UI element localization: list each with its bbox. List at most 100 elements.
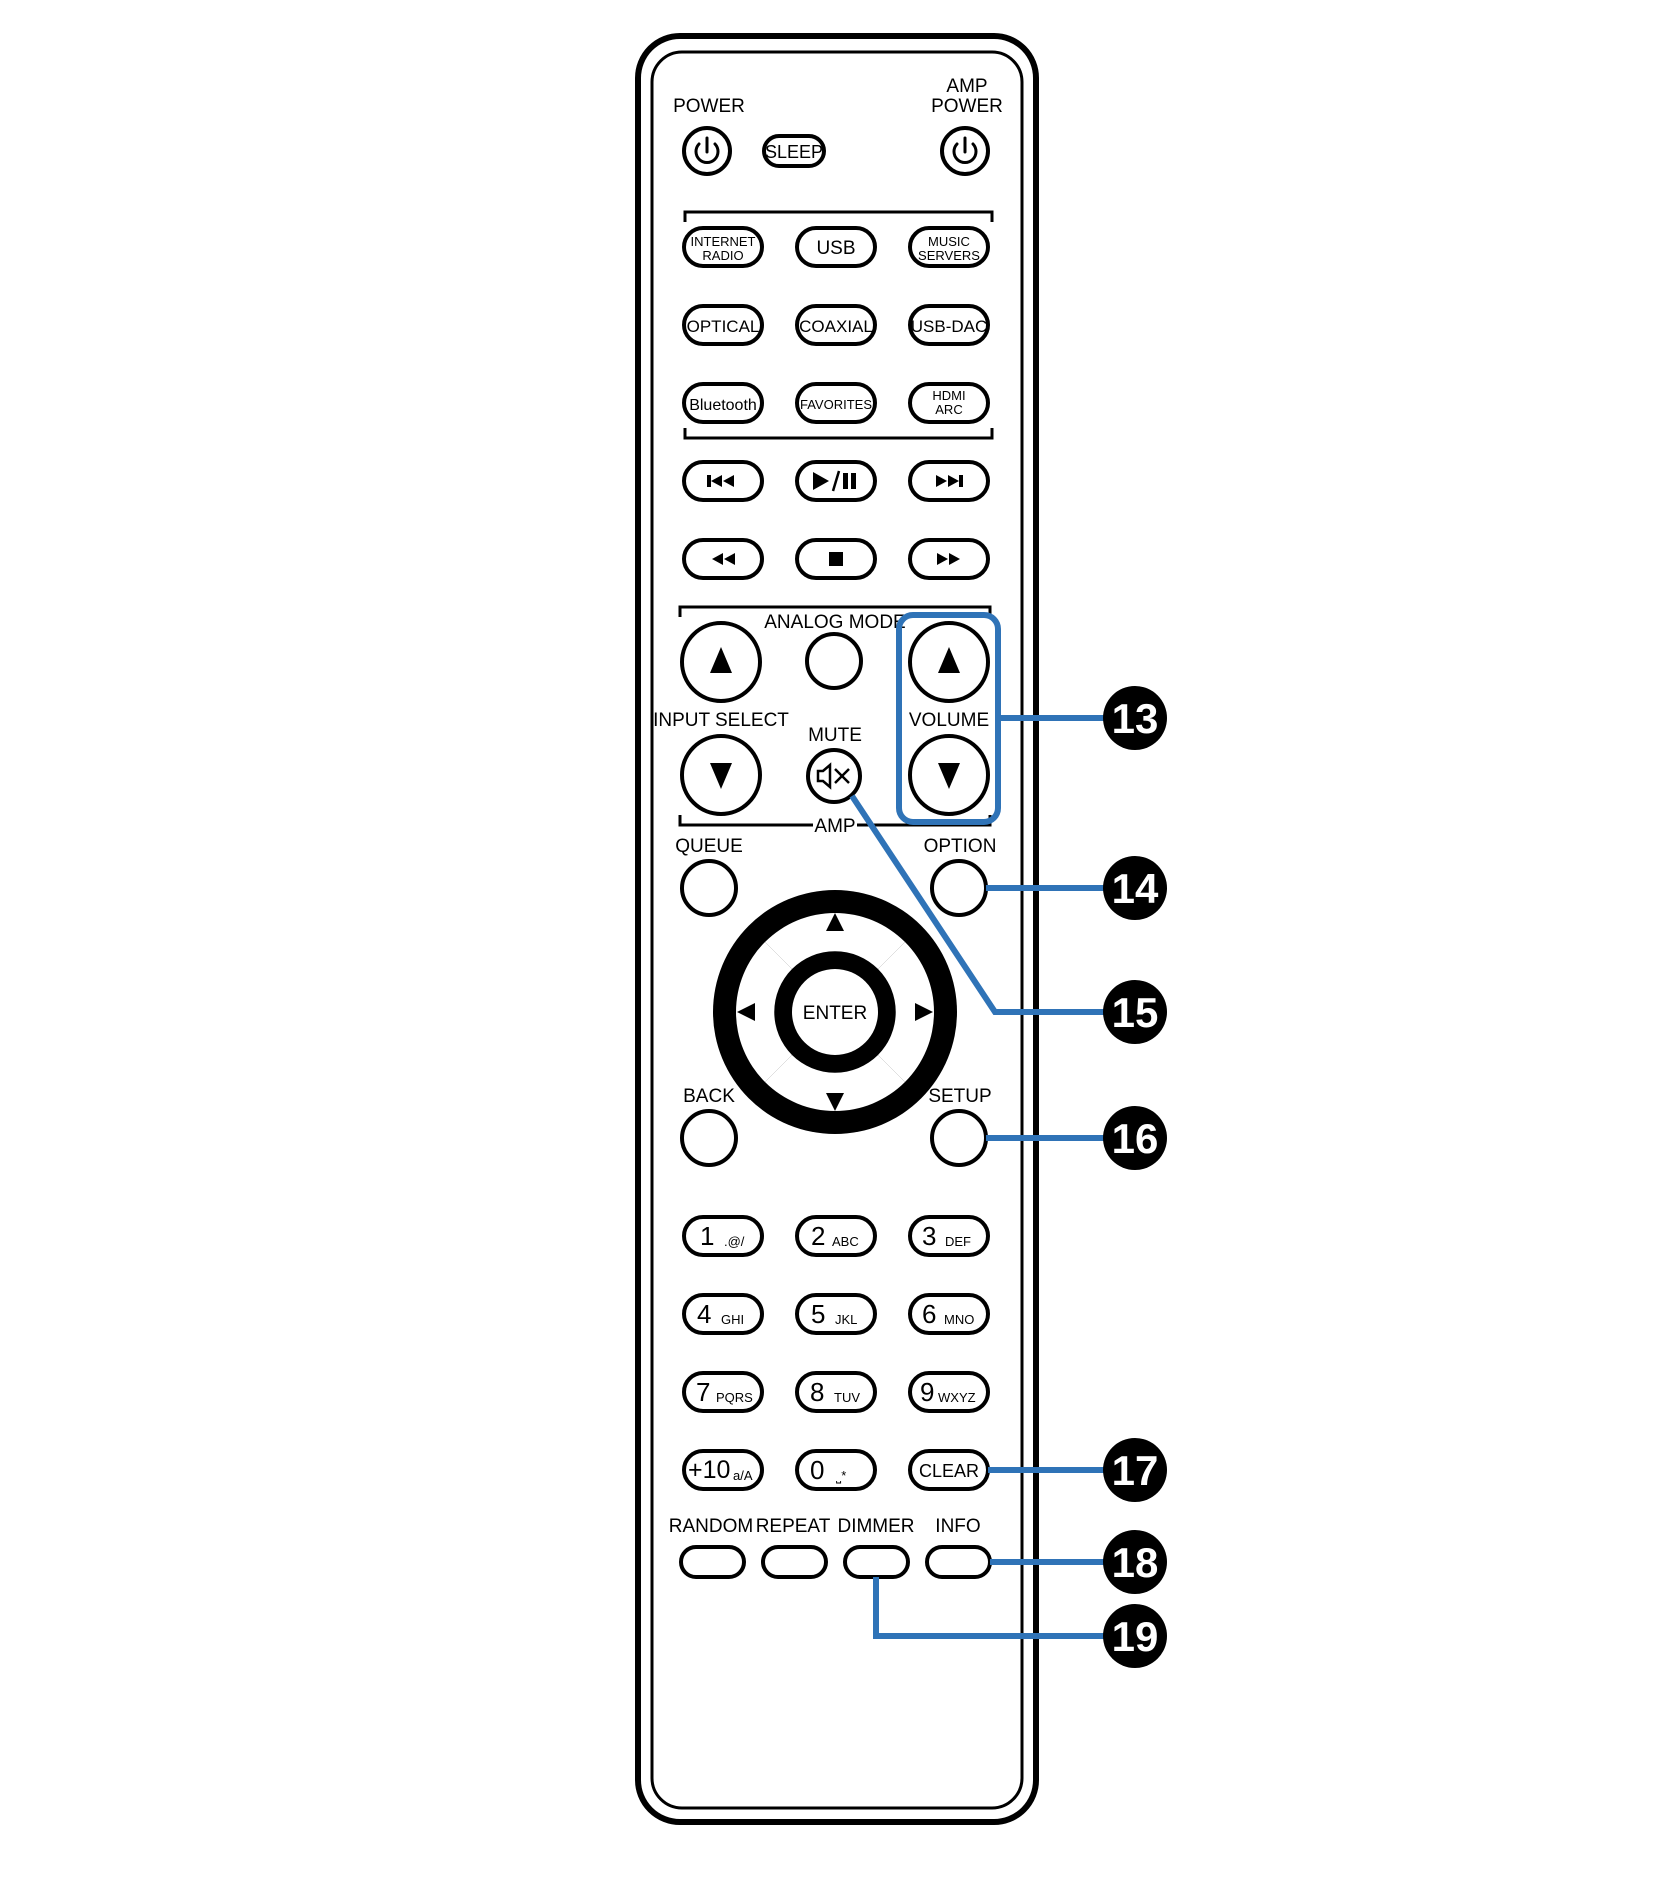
key-9-sub: WXYZ [938,1390,976,1405]
repeat-button[interactable] [761,1545,828,1579]
arrow-left-icon [737,1003,755,1021]
key-8-sub: TUV [834,1390,860,1405]
optical-button[interactable]: OPTICAL [682,304,764,346]
play-pause-button[interactable] [795,460,877,502]
favorites-label: FAVORITES [800,397,872,412]
option-button[interactable] [930,859,988,917]
volume-down-button[interactable] [908,734,990,816]
arrow-up-icon [826,913,844,931]
enter-button[interactable] [792,969,878,1055]
key-5-digit: 5 [811,1299,825,1329]
back-button[interactable] [680,1109,738,1167]
skip-next-button[interactable] [908,460,990,502]
usb-button[interactable]: USB [795,226,877,268]
key-8-button[interactable]: 8 TUV [795,1371,877,1413]
bluetooth-button[interactable]: Bluetooth [682,382,764,424]
mute-button[interactable] [806,748,862,804]
fast-forward-button[interactable] [908,538,990,580]
music-servers-label-1: MUSIC [928,234,970,249]
analog-mode-button[interactable] [805,632,863,690]
rewind-button[interactable] [682,538,764,580]
arrow-up-icon [938,647,960,673]
power-button[interactable] [682,126,732,176]
input-select-up-button[interactable] [680,621,762,703]
internet-radio-label-2: RADIO [702,248,743,263]
key-plus10-sub: a/A [733,1468,753,1483]
bluetooth-label: Bluetooth [689,397,757,414]
dimmer-label: DIMMER [837,1516,914,1537]
play-pause-icon [813,470,856,492]
amp-power-button[interactable] [940,126,990,176]
key-4-digit: 4 [697,1299,711,1329]
cursor-pad: ENTER [713,890,957,1134]
callout-number-15: 15 [1112,989,1159,1036]
enter-label: ENTER [803,1003,867,1024]
callout-line-19 [873,1577,1105,1639]
internet-radio-label-1: INTERNET [691,234,756,249]
random-button[interactable] [679,1545,746,1579]
input-select-down-button[interactable] [680,734,762,816]
amp-group-label: AMP [814,816,855,837]
key-5-button[interactable]: 5 JKL [795,1293,877,1335]
coaxial-button[interactable]: COAXIAL [795,304,877,346]
hdmi-arc-label-2: ARC [935,402,962,417]
key-0-sub: ⎵* [836,1468,846,1483]
cursor-right-button[interactable] [878,942,934,1082]
queue-label: QUEUE [675,836,743,857]
key-2-button[interactable]: 2 ABC [795,1215,877,1257]
power-icon [952,136,978,164]
arrow-down-icon [710,763,732,789]
mute-icon [816,762,850,790]
callout-badge-19: 19 [1103,1604,1167,1668]
hdmi-arc-label-1: HDMI [932,388,965,403]
skip-previous-button[interactable] [682,460,764,502]
key-1-sub: .@/ [724,1234,745,1249]
music-servers-button[interactable]: MUSIC SERVERS [908,226,990,268]
key-7-sub: PQRS [716,1390,753,1405]
callout-badge-15: 15 [1103,980,1167,1044]
key-2-sub: ABC [832,1234,859,1249]
back-label: BACK [683,1086,735,1107]
stop-button[interactable] [795,538,877,580]
setup-label: SETUP [928,1086,991,1107]
clear-button[interactable]: CLEAR [908,1449,990,1491]
key-6-button[interactable]: 6 MNO [908,1293,990,1335]
amp-group-top-bracket [678,605,992,617]
key-3-button[interactable]: 3 DEF [908,1215,990,1257]
cursor-up-button[interactable] [765,913,905,969]
key-3-sub: DEF [945,1234,971,1249]
usb-dac-button[interactable]: USB-DAC [908,304,990,346]
favorites-button[interactable]: FAVORITES [795,382,877,424]
sleep-button[interactable]: SLEEP [762,134,826,168]
info-button[interactable] [925,1545,992,1579]
cursor-down-button[interactable] [765,1055,905,1111]
key-8-digit: 8 [810,1377,824,1407]
hdmi-arc-button[interactable]: HDMI ARC [908,382,990,424]
key-3-digit: 3 [922,1221,936,1251]
setup-button[interactable] [930,1109,988,1167]
remote-body-inner [650,50,1024,1810]
key-0-button[interactable]: 0 ⎵* [795,1449,877,1491]
key-plus10-button[interactable]: +10 a/A [682,1449,764,1491]
power-icon [694,136,720,164]
dimmer-button[interactable] [843,1545,910,1579]
amp-power-label-1: AMP [946,76,987,97]
key-4-button[interactable]: 4 GHI [682,1293,764,1335]
internet-radio-button[interactable]: INTERNET RADIO [682,226,764,268]
volume-up-button[interactable] [908,621,990,703]
cursor-left-button[interactable] [736,942,792,1082]
skip-previous-icon [707,475,734,487]
sleep-label: SLEEP [765,142,823,162]
callout-line-15 [849,794,1105,1015]
queue-button[interactable] [680,859,738,917]
callout-badge-18: 18 [1103,1530,1167,1594]
key-9-button[interactable]: 9 WXYZ [908,1371,990,1413]
callout-badge-17: 17 [1103,1438,1167,1502]
coaxial-label: COAXIAL [799,317,873,336]
fast-forward-icon [937,553,960,565]
clear-label: CLEAR [919,1461,979,1481]
key-7-button[interactable]: 7 PQRS [682,1371,764,1413]
key-1-button[interactable]: 1 .@/ [682,1215,764,1257]
music-servers-label-2: SERVERS [918,248,980,263]
key-4-sub: GHI [721,1312,744,1327]
